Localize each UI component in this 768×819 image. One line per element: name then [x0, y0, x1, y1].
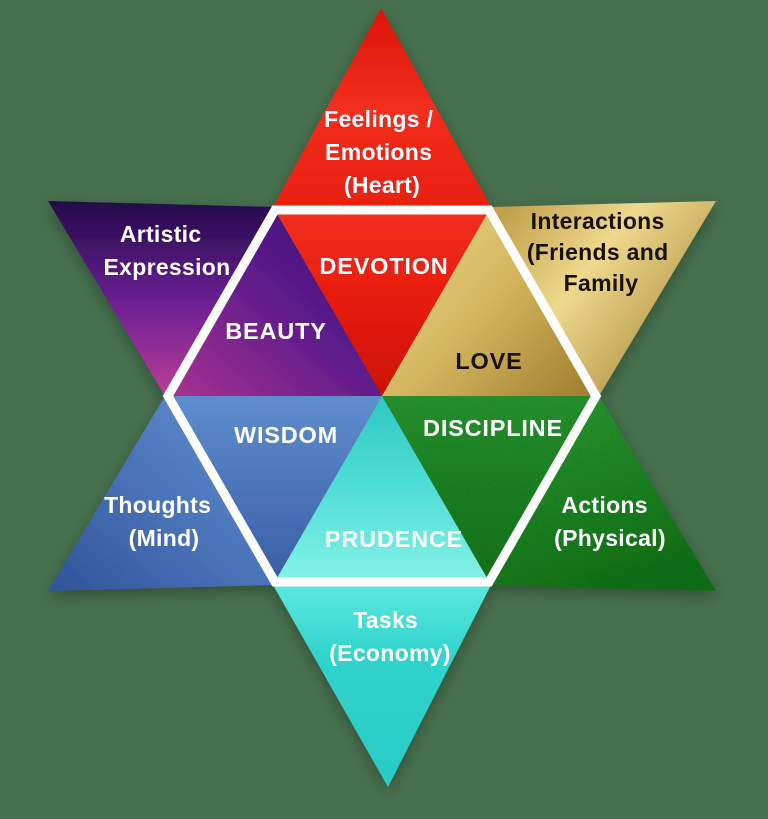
outer-triangle-feelings: [273, 8, 491, 207]
label-line: Interactions: [531, 208, 665, 234]
label-line: Family: [564, 270, 639, 296]
label-artistic-expression: Artistic Expression: [104, 221, 231, 280]
inner-triangle-love: [382, 207, 599, 396]
label-line: (Friends and: [527, 239, 669, 265]
inner-triangle-prudence: [273, 396, 491, 585]
inner-triangle-devotion: [273, 207, 491, 396]
label-line: Thoughts: [104, 492, 211, 518]
label-line: (Mind): [129, 525, 200, 551]
label-thoughts: Thoughts (Mind): [104, 492, 218, 551]
label-line: (Heart): [344, 172, 420, 198]
outer-triangle-tasks: [273, 585, 491, 787]
label-tasks: Tasks (Economy): [329, 607, 451, 666]
outer-triangle-interactions: [491, 201, 716, 396]
label-line: Emotions: [325, 139, 432, 165]
outer-triangle-actions: [491, 396, 716, 591]
label-line: Expression: [104, 254, 231, 280]
label-devotion: DEVOTION: [319, 253, 448, 279]
label-love: LOVE: [455, 348, 522, 374]
label-beauty: BEAUTY: [225, 318, 326, 344]
inner-triangle-discipline: [382, 396, 599, 585]
label-line: (Physical): [554, 525, 666, 551]
label-line: Feelings /: [324, 106, 433, 132]
inner-triangle-wisdom: [165, 396, 382, 585]
label-line: Actions: [561, 492, 647, 518]
outer-triangle-artistic-expression: [48, 201, 273, 396]
label-wisdom: WISDOM: [234, 422, 338, 448]
label-discipline: DISCIPLINE: [423, 415, 563, 441]
label-interactions: Interactions (Friends and Family: [527, 208, 675, 296]
inner-triangle-beauty: [165, 207, 382, 396]
outer-triangle-thoughts: [48, 396, 273, 591]
label-prudence: PRUDENCE: [325, 526, 463, 552]
hexagon-border: [162, 205, 602, 587]
star-shape-group: [48, 8, 716, 787]
label-line: Tasks: [353, 607, 418, 633]
label-line: (Economy): [329, 640, 451, 666]
label-feelings: Feelings / Emotions (Heart): [324, 106, 440, 198]
label-line: Artistic: [120, 221, 202, 247]
label-actions: Actions (Physical): [554, 492, 666, 551]
